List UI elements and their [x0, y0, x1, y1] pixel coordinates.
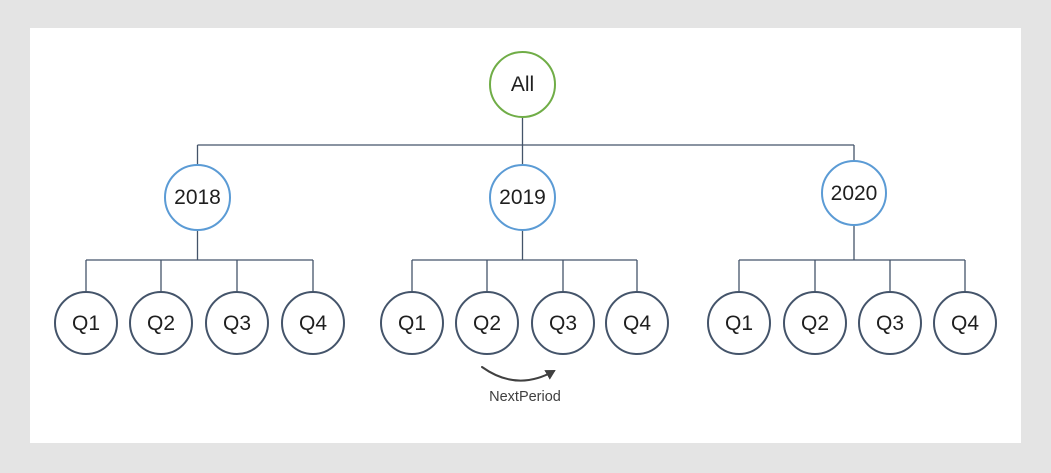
node-quarter-2020-q1: Q1	[707, 291, 771, 355]
node-quarter-2019-q2: Q2	[455, 291, 519, 355]
node-quarter-2018-q3: Q3	[205, 291, 269, 355]
node-quarter-2020-q4: Q4	[933, 291, 997, 355]
node-quarter-2018-q4: Q4	[281, 291, 345, 355]
node-all: All	[489, 51, 556, 118]
node-quarter-2018-q2: Q2	[129, 291, 193, 355]
node-quarter-2019-q4: Q4	[605, 291, 669, 355]
next-period-label: NextPeriod	[489, 389, 561, 405]
node-quarter-2020-q3: Q3	[858, 291, 922, 355]
node-quarter-2020-q2: Q2	[783, 291, 847, 355]
node-quarter-2018-q1: Q1	[54, 291, 118, 355]
node-quarter-2019-q1: Q1	[380, 291, 444, 355]
node-year-2019: 2019	[489, 164, 556, 231]
node-quarter-2019-q3: Q3	[531, 291, 595, 355]
node-year-2018: 2018	[164, 164, 231, 231]
node-year-2020: 2020	[821, 160, 887, 226]
